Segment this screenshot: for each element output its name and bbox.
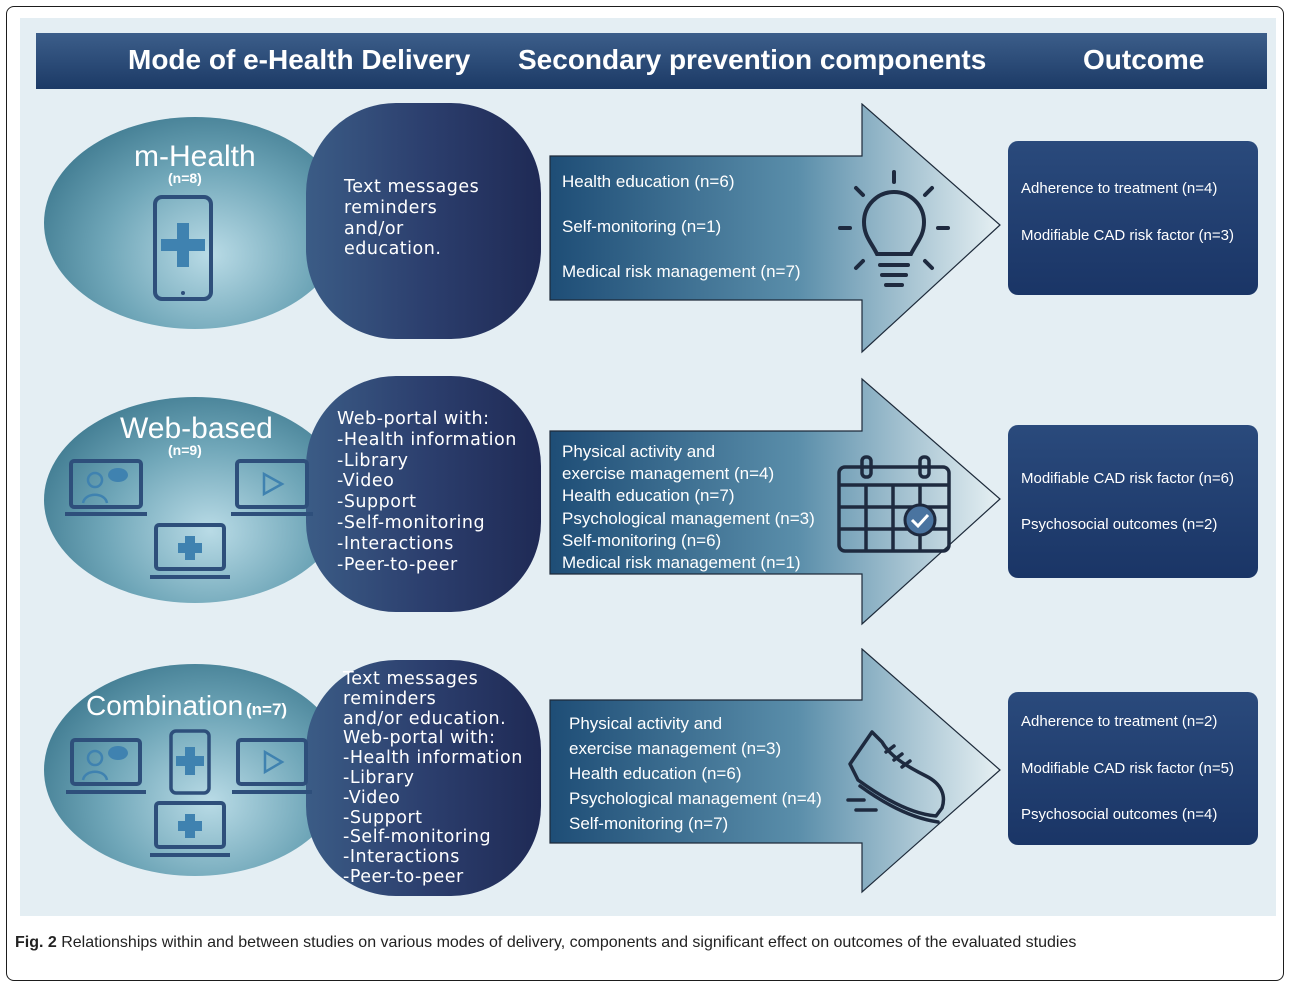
component-arrow (549, 377, 1001, 626)
detail-line: -Support (343, 807, 423, 828)
mode-count-combination: (n=7) (246, 700, 288, 719)
header-components-title: Secondary prevention components (518, 44, 987, 75)
component-arrow (549, 103, 1001, 354)
smartphone-icon (153, 195, 213, 301)
detail-line: -Peer-to-peer (337, 554, 458, 575)
mode-detail-blob-combination (306, 660, 541, 896)
detail-line: -Health information (343, 748, 523, 769)
detail-line: -Health information (337, 429, 517, 450)
components-list-combination: Physical activity and exercise managemen… (569, 711, 822, 836)
header-bar (36, 33, 1267, 89)
mode-ellipse-mhealth (44, 117, 346, 329)
detail-line: -Interactions (343, 847, 460, 868)
component-item: Medical risk management (n=1) (562, 553, 801, 573)
component-item: Medical risk management (n=7) (562, 262, 801, 281)
outcome-box-web (1008, 425, 1258, 578)
detail-line: Text messages (344, 177, 480, 197)
detail-line: reminders (344, 197, 438, 218)
outcome-box-mhealth (1008, 141, 1258, 295)
detail-line: -Support (337, 492, 417, 513)
mode-detail-text-mhealth: Text messages reminders and/or education… (344, 177, 479, 260)
mode-detail-blob-web (306, 376, 541, 612)
component-item: Self-monitoring (n=7) (569, 814, 729, 833)
mode-title-combination: Combination (86, 690, 244, 721)
detail-line: -Library (343, 767, 415, 788)
outcome-box-combination (1008, 692, 1258, 845)
mode-detail-text-web: Web-portal with: -Health information -Li… (337, 409, 517, 575)
outcome-item: Modifiable CAD risk factor (n=5) (1021, 760, 1234, 777)
mode-detail-blob-mhealth (306, 103, 541, 339)
components-list-web: Physical activity and exercise managemen… (562, 441, 815, 574)
laptop-video-icon (231, 459, 313, 516)
component-item: Psychological management (n=3) (562, 508, 815, 528)
laptop-chat-icon (65, 459, 147, 516)
component-item: Health education (n=6) (562, 172, 735, 191)
lightbulb-icon (838, 170, 950, 287)
mode-detail-text-combination: Text messages reminders and/or education… (343, 669, 523, 888)
mode-title-web: Web-based (120, 412, 273, 445)
laptop-chat-icon (66, 738, 146, 794)
figure-frame (6, 6, 1284, 981)
detail-line: -Video (343, 787, 401, 808)
outcome-item: Adherence to treatment (n=4) (1021, 180, 1218, 197)
detail-line: education. (344, 239, 442, 260)
header-outcome-title: Outcome (1083, 44, 1205, 75)
laptop-video-icon (232, 738, 312, 794)
caption-text: Relationships within and between studies… (56, 934, 1077, 951)
caption-label: Fig. 2 (15, 934, 57, 951)
component-item: Health education (n=7) (562, 486, 735, 506)
detail-line: Web-portal with: (343, 728, 496, 749)
component-item: Psychological management (n=4) (569, 789, 822, 808)
detail-line: and/or education. (343, 708, 507, 729)
detail-line: Text messages (343, 669, 479, 689)
outcome-item: Psychosocial outcomes (n=2) (1021, 516, 1218, 533)
smartphone-icon (169, 729, 211, 795)
component-item: Physical activity and (569, 714, 723, 733)
sneaker-icon (846, 730, 946, 824)
mode-title-mhealth: m-Health (134, 140, 256, 173)
component-item: Health education (n=6) (569, 764, 742, 783)
component-item: Physical activity and (562, 442, 716, 461)
calendar-check-icon (837, 455, 951, 553)
component-item: Self-monitoring (n=1) (562, 217, 722, 236)
mode-count-mhealth: (n=8) (168, 170, 202, 186)
laptop-plus-icon (150, 801, 230, 857)
detail-line: reminders (343, 688, 437, 709)
detail-line: Web-portal with: (337, 409, 490, 429)
header-mode-title: Mode of e-Health Delivery (128, 44, 471, 75)
figure-caption: Fig. 2 Relationships within and between … (15, 932, 1275, 954)
outcome-item: Adherence to treatment (n=2) (1021, 713, 1218, 730)
detail-line: -Interactions (337, 533, 454, 554)
outcome-item: Modifiable CAD risk factor (n=6) (1021, 470, 1234, 487)
detail-line: and/or (344, 218, 404, 239)
detail-line: -Peer-to-peer (343, 866, 464, 887)
detail-line: -Self-monitoring (337, 512, 486, 533)
component-item: Self-monitoring (n=6) (562, 530, 722, 550)
mode-count-web: (n=9) (168, 442, 202, 458)
component-arrow (549, 648, 1001, 894)
component-item: exercise management (n=3) (569, 739, 782, 758)
outcome-item: Psychosocial outcomes (n=4) (1021, 806, 1218, 823)
detail-line: -Self-monitoring (343, 827, 492, 848)
detail-line: -Video (337, 471, 395, 492)
component-item: exercise management (n=4) (562, 464, 775, 484)
laptop-plus-icon (150, 523, 230, 579)
detail-line: -Library (337, 450, 409, 471)
outcome-item: Modifiable CAD risk factor (n=3) (1021, 227, 1234, 244)
